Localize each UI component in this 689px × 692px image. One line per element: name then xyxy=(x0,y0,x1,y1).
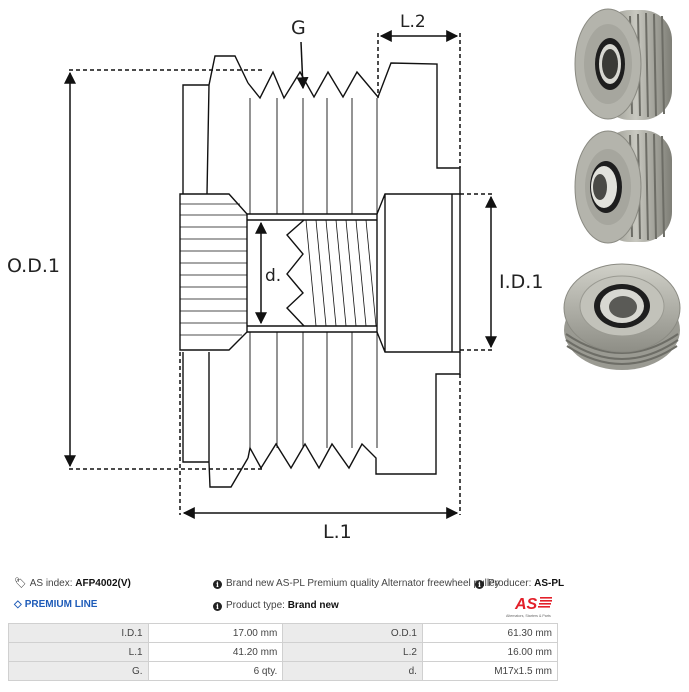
spec-value: 61.30 mm xyxy=(421,623,559,643)
label-od1: O.D.1 xyxy=(7,255,60,277)
description-text: Brand new AS-PL Premium quality Alternat… xyxy=(226,578,500,589)
product-type: i Product type: Brand new xyxy=(213,600,339,612)
tag-icon: 🏷︎ xyxy=(14,578,27,589)
table-row: I.D.1 17.00 mm O.D.1 61.30 mm xyxy=(8,623,559,643)
technical-drawing: G L.2 O.D.1 d. I.D.1 L.1 xyxy=(7,12,543,543)
producer-value: AS-PL xyxy=(534,578,565,589)
as-index: 🏷︎AS index: AFP4002(V) xyxy=(14,578,131,590)
spec-value: 16.00 mm xyxy=(421,642,559,662)
producer: i Producer: AS-PL xyxy=(475,578,564,590)
pulley-photo-front-hub xyxy=(574,130,672,244)
product-type-label: Product type: xyxy=(226,600,285,611)
table-row: L.1 41.20 mm L.2 16.00 mm xyxy=(8,642,559,662)
info-icon: i xyxy=(213,602,222,611)
g-pointer-arrow xyxy=(296,41,309,90)
premium-line-badge: ◇PREMIUM LINE xyxy=(14,599,97,611)
thread-hatch xyxy=(305,219,377,327)
spline-hub xyxy=(179,193,248,351)
spec-value: 41.20 mm xyxy=(147,642,284,662)
spline-hatch xyxy=(180,203,247,336)
threaded-bore xyxy=(247,213,378,333)
spec-key: d. xyxy=(282,661,423,681)
spec-value: M17x1.5 mm xyxy=(421,661,559,681)
info-icon: i xyxy=(475,580,484,589)
diamond-icon: ◇ xyxy=(14,599,22,610)
table-row: G. 6 qty. d. M17x1.5 mm xyxy=(8,661,559,681)
product-type-value: Brand new xyxy=(287,600,339,611)
info-icon: i xyxy=(213,580,222,589)
spec-key: L.1 xyxy=(8,642,149,662)
groove-lines xyxy=(249,98,378,448)
spec-value: 6 qty. xyxy=(147,661,284,681)
label-g: G xyxy=(291,17,306,39)
pulley-photo-front-splined xyxy=(574,8,672,120)
dimension-extension-lines xyxy=(69,33,495,515)
spec-value: 17.00 mm xyxy=(147,623,284,643)
thread-teeth xyxy=(286,219,305,327)
label-l1: L.1 xyxy=(323,521,352,543)
as-index-value: AFP4002(V) xyxy=(75,578,131,589)
as-index-label: AS index: xyxy=(29,578,73,589)
spec-key: I.D.1 xyxy=(8,623,149,643)
as-pl-logo: AS Alternators, Starters & Parts xyxy=(506,596,552,618)
logo-text: AS xyxy=(514,596,538,613)
spec-key: O.D.1 xyxy=(282,623,423,643)
groove-profile-bottom xyxy=(247,352,461,475)
spec-key: L.2 xyxy=(282,642,423,662)
spec-table: I.D.1 17.00 mm O.D.1 61.30 mm L.1 41.20 … xyxy=(8,623,559,681)
logo-tagline: Alternators, Starters & Parts xyxy=(506,614,551,618)
left-flange xyxy=(182,55,249,488)
premium-line-label: PREMIUM LINE xyxy=(24,599,98,610)
groove-profile-top xyxy=(247,62,461,194)
label-id1: I.D.1 xyxy=(499,271,543,293)
label-l2: L.2 xyxy=(400,12,426,32)
right-hub xyxy=(376,193,461,353)
spec-key: G. xyxy=(8,661,149,681)
pulley-photo-rear xyxy=(563,263,681,370)
label-d: d. xyxy=(265,266,281,286)
producer-label: Producer: xyxy=(488,578,532,589)
